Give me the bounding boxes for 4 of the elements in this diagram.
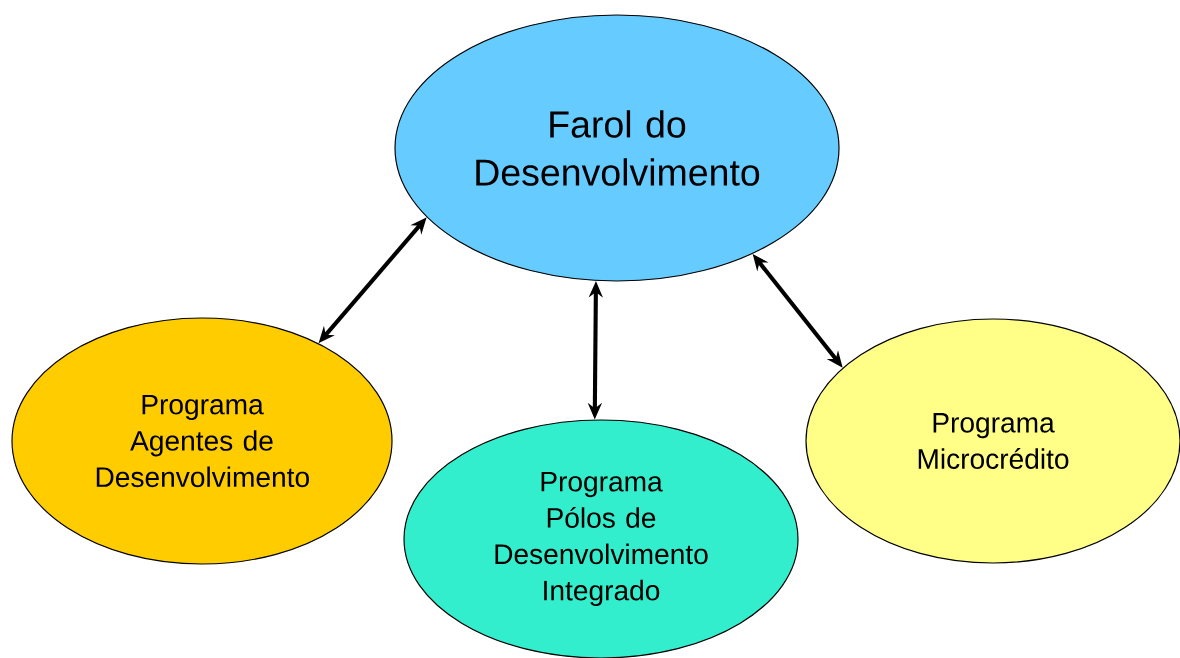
ellipse-node: Programa Pólos de Desenvolvimento Integrado xyxy=(403,419,799,658)
ellipse-node: Programa Agentes de Desenvolvimento xyxy=(11,317,393,565)
ellipse-node: Programa Microcrédito xyxy=(805,318,1180,564)
ellipse-node: Farol do Desenvolvimento xyxy=(394,14,840,282)
